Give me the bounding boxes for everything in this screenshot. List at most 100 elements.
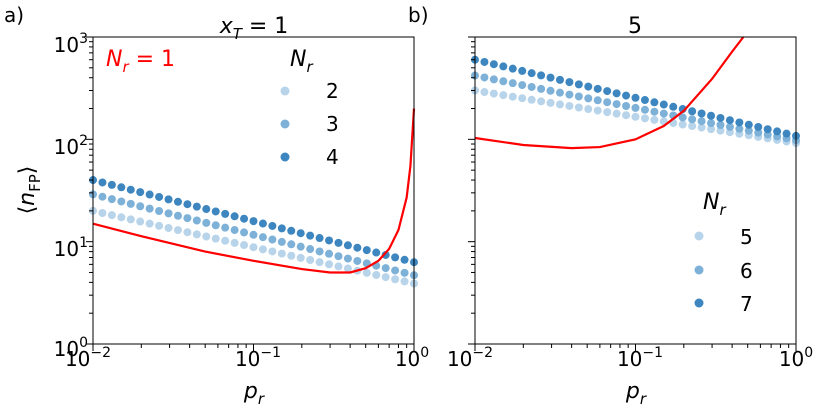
- panel-b-series-7-point: [537, 71, 546, 80]
- panel-a-label: a): [4, 3, 24, 27]
- panel-b-series-6-point: [489, 75, 498, 84]
- panel-b-series-6-point: [688, 115, 697, 124]
- panel-a-series-3-point: [315, 247, 324, 256]
- panel-a-annotation-nr1: Nr = 1: [106, 47, 175, 76]
- panel-a-series-3-point: [192, 216, 201, 225]
- panel-a-series-4-point: [315, 234, 324, 243]
- svg-text:xT = 1: xT = 1: [219, 14, 289, 43]
- panel-a-series-4-point: [155, 192, 164, 201]
- panel-b-series-5-point: [499, 91, 508, 100]
- panel-a-red-curve: [92, 108, 416, 274]
- panel-a-series-2-point: [240, 241, 249, 250]
- panel-a-series-4-point: [136, 188, 145, 197]
- panel-a-series-2-point: [221, 236, 230, 245]
- panel-b-series-5-point: [612, 109, 621, 118]
- panel-b-series-7-point: [622, 91, 631, 100]
- panel-a-series-3-point: [107, 195, 116, 204]
- panel-b-series-6-point: [622, 101, 631, 110]
- panel-b-series-6-point: [744, 126, 753, 135]
- panel-a-series-2-point: [315, 258, 324, 267]
- panel-a-series-3-point: [334, 252, 343, 261]
- panel-a-legend-marker-4: [280, 152, 290, 162]
- panel-b-series-7-point: [612, 89, 621, 98]
- panel-a-ylabel: ⟨nFP⟩: [15, 166, 44, 215]
- panel-b-series-7-point: [555, 75, 564, 84]
- panel-a-series-2-point: [145, 219, 154, 228]
- panel-b-series-7-point: [518, 66, 527, 75]
- panel-a-legend-marker-3: [280, 119, 290, 129]
- panel-b-series-7-point: [508, 64, 517, 73]
- panel-b-series-7-point: [650, 98, 659, 107]
- panel-a-series-3-point: [240, 228, 249, 237]
- panel-a-series-4-point: [391, 253, 400, 262]
- panel-a-series-3-point: [117, 197, 126, 206]
- panel-a-series-3-point: [221, 223, 230, 232]
- panel-b-series-6-point: [546, 86, 555, 95]
- panel-b-series-5-point: [716, 126, 725, 135]
- panel-a-series-4-point: [98, 178, 107, 187]
- panel-b-series-5-point: [480, 88, 489, 97]
- panel-b-series-7-point: [773, 127, 782, 136]
- panel-a-series-4-point: [126, 185, 135, 194]
- panel-a-series-4-point: [343, 241, 352, 250]
- panel-a-series-2-point: [362, 268, 371, 277]
- panel-a-xlabel: pr: [243, 379, 265, 408]
- panel-a-series-3-point: [258, 233, 267, 242]
- panel-a-series-3-point: [343, 254, 352, 263]
- panel-a-series-4-point: [325, 236, 334, 245]
- panel-b-series-5-point: [555, 100, 564, 109]
- panel-b-series-6-point: [640, 105, 649, 114]
- panel-b-series-6-point: [697, 117, 706, 126]
- panel-b-xtick-1: 100: [779, 345, 813, 371]
- panel-a-series-2-point: [211, 234, 220, 243]
- panel-b-series-7-point: [744, 120, 753, 129]
- panel-b-legend-label-6: 6: [740, 259, 753, 283]
- panel-b-series-6-point: [707, 119, 716, 128]
- panel-b-legend-label-7: 7: [740, 292, 753, 316]
- panel-a-ytick-1000: 103: [54, 31, 88, 57]
- panel-b-series-7-point: [782, 129, 791, 138]
- panel-a-series-3-point: [306, 245, 315, 254]
- panel-a-title-sub: T: [233, 25, 244, 43]
- panel-a-series-4-point: [107, 180, 116, 189]
- panel-b-series-5-point: [489, 89, 498, 98]
- panel-b-series-7-point: [763, 125, 772, 134]
- panel-a-legend-title: Nr: [290, 47, 313, 76]
- panel-a-series-4-point: [334, 238, 343, 247]
- panel-a-series-3-point: [164, 209, 173, 218]
- panel-b-series-5-point: [603, 108, 612, 117]
- panel-b-series-5-point: [707, 125, 716, 134]
- panel-a-series-2-point: [306, 256, 315, 265]
- panel-a-title-var: x: [219, 14, 234, 39]
- panel-b-series-7-point: [716, 113, 725, 122]
- panel-a-series-4-point: [306, 231, 315, 240]
- panel-a-series-2-point: [98, 209, 107, 217]
- panel-b-series-7-point: [631, 93, 640, 102]
- panel-a-series-4-point: [353, 243, 362, 252]
- panel-b-series-6-point: [508, 79, 517, 88]
- panel-a-series-4-point: [183, 200, 192, 209]
- panel-b-series-6-point: [518, 81, 527, 90]
- panel-b-series-6-point: [480, 73, 489, 82]
- panel-b-series-7-point: [688, 107, 697, 116]
- panel-a-series-2-point: [334, 262, 343, 271]
- panel-b-series-6-point: [574, 92, 583, 101]
- panel-b-series-7-point: [499, 62, 508, 71]
- panel-a-series-markers: [89, 176, 418, 288]
- panel-b-series-6-point: [593, 96, 602, 105]
- panel-a-series-2-point: [230, 238, 239, 247]
- panel-a-series-2-point: [192, 230, 201, 239]
- panel-b-series-5-point: [527, 95, 536, 104]
- panel-a-series-2-point: [107, 211, 116, 220]
- panel-a-series-3-point: [202, 218, 211, 227]
- panel-a-series-2-point: [173, 226, 182, 235]
- panel-b-series-7-point: [489, 60, 498, 69]
- panel-a-series-4-point: [277, 224, 286, 233]
- panel-b-series-6-point: [735, 124, 744, 133]
- panel-b-series-7-point: [640, 96, 649, 105]
- panel-b-series-7-point: [735, 118, 744, 127]
- panel-b-series-6-point: [631, 103, 640, 112]
- panel-b-title: 5: [628, 14, 642, 39]
- panel-a-series-4-point: [211, 207, 220, 216]
- panel-b-series-7-point: [574, 80, 583, 89]
